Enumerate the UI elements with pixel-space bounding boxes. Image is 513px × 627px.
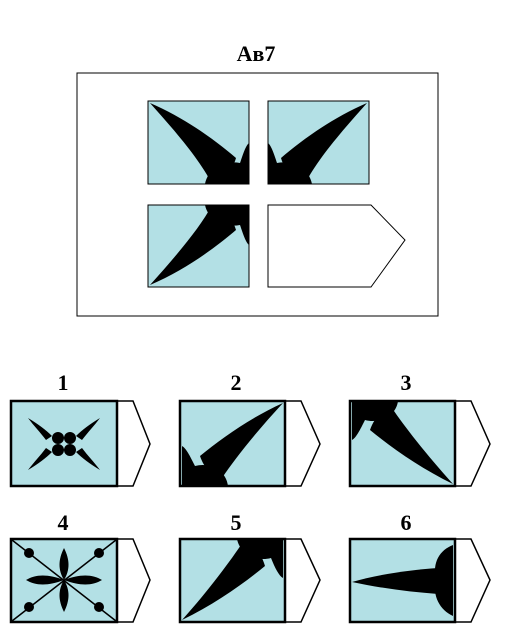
option-6[interactable]: [348, 537, 491, 624]
option-5[interactable]: [178, 537, 321, 624]
puzzle-title: Ав7: [236, 41, 276, 66]
matrix-frame: [76, 72, 439, 317]
option-number-1: 1: [57, 370, 69, 395]
option-number-2: 2: [230, 370, 242, 395]
option-number-3: 3: [400, 370, 412, 395]
option-number-4: 4: [57, 510, 69, 535]
cell-bottom-left: [147, 204, 250, 288]
cell-top-right: [267, 100, 370, 185]
option-2[interactable]: [178, 399, 321, 488]
cell-top-left: [147, 100, 250, 185]
option-number-5: 5: [230, 510, 242, 535]
option-number-6: 6: [400, 510, 412, 535]
cell-bottom-right-missing: [267, 204, 406, 288]
option-3[interactable]: [348, 399, 491, 488]
option-1[interactable]: [9, 399, 151, 488]
option-4[interactable]: [9, 537, 151, 624]
